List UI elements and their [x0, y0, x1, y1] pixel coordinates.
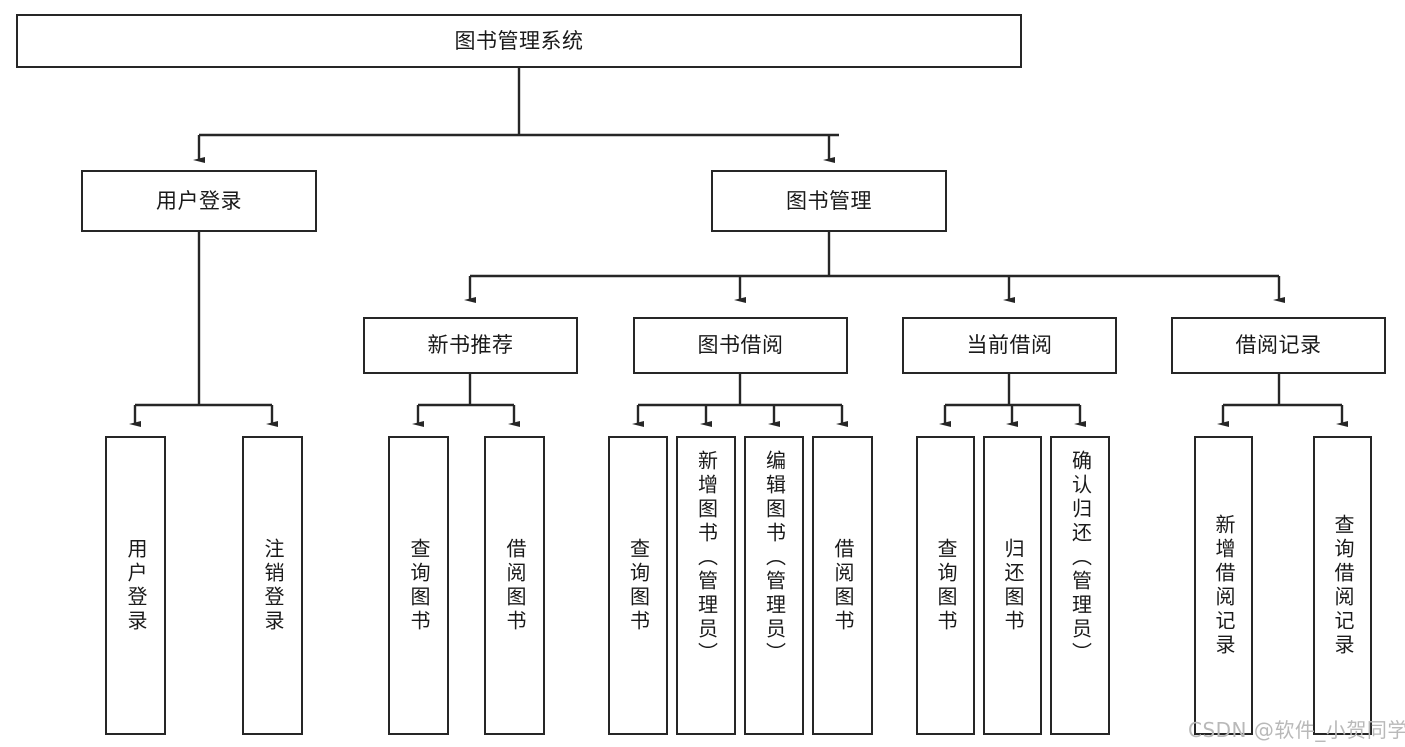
node-leaf-query-book-1[interactable]: 查询图书	[388, 436, 449, 735]
node-leaf-borrow-book-2[interactable]: 借阅图书	[812, 436, 873, 735]
node-leaf-return-book[interactable]: 归还图书	[983, 436, 1042, 735]
node-leaf-query-borrow-record-label: 查询借阅记录	[1331, 513, 1355, 658]
node-leaf-user-logout-label: 注销登录	[261, 537, 285, 634]
node-book-manage[interactable]: 图书管理	[711, 170, 947, 232]
node-book-borrow-label: 图书借阅	[697, 333, 784, 358]
node-book-manage-label: 图书管理	[786, 188, 872, 213]
node-root[interactable]: 图书管理系统	[16, 14, 1022, 68]
node-leaf-edit-book-admin[interactable]: 编辑图书（管理员）	[744, 436, 804, 735]
node-new-book-recommend[interactable]: 新书推荐	[363, 317, 578, 374]
node-user-login[interactable]: 用户登录	[81, 170, 317, 232]
node-leaf-query-book-2[interactable]: 查询图书	[608, 436, 668, 735]
node-leaf-query-book-2-label: 查询图书	[626, 537, 651, 634]
node-leaf-return-book-label: 归还图书	[1001, 537, 1025, 634]
node-leaf-query-book-3-label: 查询图书	[934, 537, 958, 634]
node-leaf-query-borrow-record[interactable]: 查询借阅记录	[1313, 436, 1372, 735]
node-leaf-query-book-1-label: 查询图书	[407, 537, 431, 634]
node-current-borrow[interactable]: 当前借阅	[902, 317, 1117, 374]
node-root-label: 图书管理系统	[454, 28, 584, 53]
node-leaf-add-borrow-record-label: 新增借阅记录	[1212, 513, 1236, 658]
node-leaf-query-book-3[interactable]: 查询图书	[916, 436, 975, 735]
node-borrow-record[interactable]: 借阅记录	[1171, 317, 1386, 374]
node-book-borrow[interactable]: 图书借阅	[633, 317, 848, 374]
node-leaf-confirm-return-admin-label: 确认归还（管理员）	[1068, 450, 1093, 666]
node-borrow-record-label: 借阅记录	[1235, 333, 1322, 358]
node-leaf-edit-book-admin-label: 编辑图书（管理员）	[762, 450, 787, 666]
node-user-login-label: 用户登录	[156, 188, 242, 213]
node-leaf-user-logout[interactable]: 注销登录	[242, 436, 303, 735]
node-leaf-add-book-admin-label: 新增图书（管理员）	[694, 450, 719, 666]
node-current-borrow-label: 当前借阅	[966, 333, 1053, 358]
node-leaf-user-login[interactable]: 用户登录	[105, 436, 166, 735]
node-leaf-add-book-admin[interactable]: 新增图书（管理员）	[676, 436, 736, 735]
node-leaf-borrow-book-1-label: 借阅图书	[503, 537, 527, 634]
watermark-text: CSDN @软件_小贺同学	[1188, 718, 1405, 742]
node-leaf-confirm-return-admin[interactable]: 确认归还（管理员）	[1050, 436, 1110, 735]
node-leaf-borrow-book-2-label: 借阅图书	[831, 537, 855, 634]
node-leaf-borrow-book-1[interactable]: 借阅图书	[484, 436, 545, 735]
node-leaf-user-login-label: 用户登录	[124, 537, 148, 634]
node-leaf-add-borrow-record[interactable]: 新增借阅记录	[1194, 436, 1253, 735]
node-new-book-recommend-label: 新书推荐	[427, 333, 514, 358]
